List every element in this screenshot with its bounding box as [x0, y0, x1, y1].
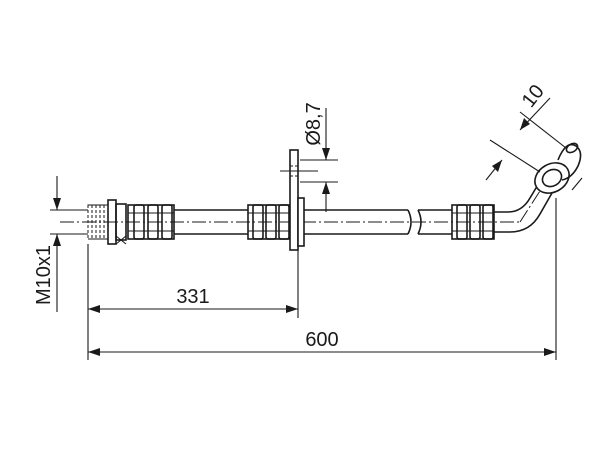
thread-size-label: M10x1 [33, 245, 55, 305]
crimp-ferrule-right [451, 204, 495, 240]
threaded-fitting [87, 199, 127, 245]
overall-length-label: 600 [305, 329, 338, 351]
hose-segment [174, 209, 248, 235]
eye-size-dimension [485, 97, 567, 181]
hole-diameter-label: Ø8,7 [303, 102, 325, 145]
crimp-ferrule-left [127, 204, 175, 240]
flange-position-label: 331 [176, 286, 209, 308]
overall-length-dimension [87, 198, 557, 360]
mounting-flange [280, 149, 318, 251]
banjo-eye-fitting [494, 142, 583, 233]
hose-segment [304, 209, 452, 235]
hole-diameter-dimension [300, 108, 338, 212]
eye-size-label: 10 [518, 81, 549, 112]
flange-position-dimension [87, 244, 299, 318]
thread-dimension [50, 176, 88, 312]
